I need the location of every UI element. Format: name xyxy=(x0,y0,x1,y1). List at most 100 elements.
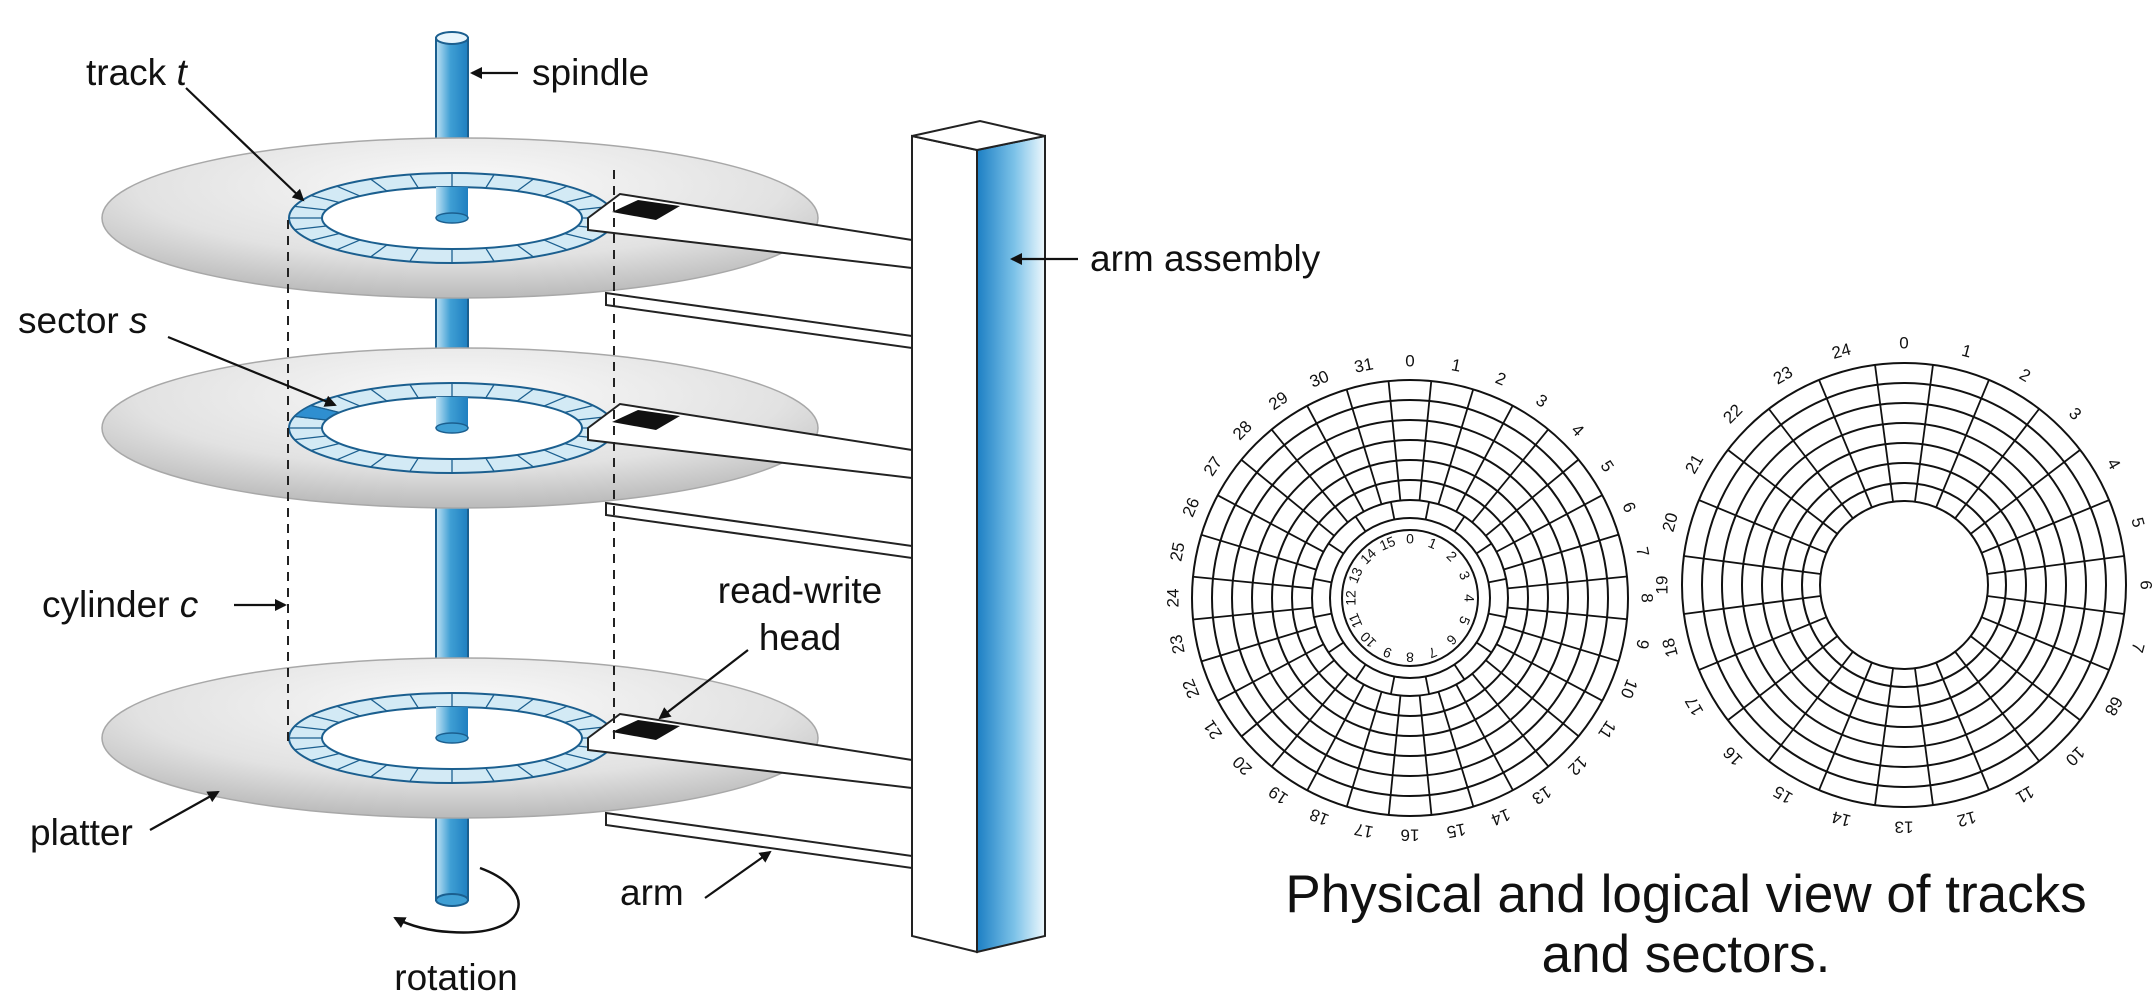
rotation-arrow xyxy=(393,866,520,934)
sector-boundary xyxy=(1345,691,1383,807)
inner-sector-boundary xyxy=(1313,612,1332,619)
track-circle xyxy=(1329,517,1491,679)
sector-divider xyxy=(543,705,568,717)
physical-sector-number: 8 xyxy=(1638,593,1657,602)
logical-sector-number: 68 xyxy=(2101,693,2127,719)
track-circle xyxy=(1341,529,1479,667)
inner-sector-boundary xyxy=(1354,516,1367,532)
physical-sector-number: 16 xyxy=(1401,826,1420,845)
physical-sector-number: 9 xyxy=(1632,638,1652,651)
sector-boundary xyxy=(1507,606,1628,621)
arm-assembly-column xyxy=(911,119,1046,954)
sector-divider xyxy=(336,759,361,771)
caption-line1: Physical and logical view of tracks xyxy=(1285,865,2086,924)
track-circle xyxy=(1741,422,2067,748)
sector-divider xyxy=(409,247,419,262)
sector-divider xyxy=(564,194,594,204)
sector-divider xyxy=(485,174,495,189)
logical-sector-number: 11 xyxy=(2013,782,2038,807)
sector-boundary xyxy=(1217,643,1325,702)
inner-sector-boundary xyxy=(1476,542,1492,555)
sector-boundary xyxy=(1201,625,1317,663)
sector-label: sector s xyxy=(18,300,148,341)
sector-boundary xyxy=(1987,555,2125,575)
physical-inner-sector-number: 6 xyxy=(1443,632,1460,649)
logical-sector-number: 17 xyxy=(1681,693,1707,719)
sector-divider xyxy=(336,395,361,407)
platter-3 xyxy=(101,657,819,819)
sector-boundary xyxy=(1981,499,2110,554)
track-label: track t xyxy=(86,52,188,93)
inner-sector-boundary xyxy=(1488,612,1507,619)
sector-boundary xyxy=(1271,673,1349,768)
track-circle xyxy=(1801,482,2007,688)
inner-sector-boundary xyxy=(1389,676,1396,695)
sector-divider xyxy=(409,767,419,782)
physical-sector-number: 10 xyxy=(1617,676,1642,701)
physical-sector-number: 12 xyxy=(1564,752,1591,779)
sector-boundary xyxy=(1418,695,1433,816)
physical-inner-sector-number: 8 xyxy=(1406,649,1414,665)
inner-sector-boundary xyxy=(1328,542,1344,555)
physical-inner-sector-number: 15 xyxy=(1377,533,1398,554)
sector-divider xyxy=(370,764,388,778)
physical-sector-number: 4 xyxy=(1568,420,1588,440)
sector-boundary xyxy=(1727,635,1838,721)
sector-boundary xyxy=(1935,379,1990,508)
physical-sector-number: 3 xyxy=(1532,390,1550,411)
sector-divider xyxy=(485,384,495,399)
physical-sector-number: 20 xyxy=(1229,752,1256,779)
spindle-hub xyxy=(435,212,469,224)
logical-sector-number: 6 xyxy=(2137,580,2152,589)
sector-divider xyxy=(310,232,340,242)
sector-divider xyxy=(564,714,594,724)
physical-inner-sector-number: 2 xyxy=(1444,548,1461,565)
sector-boundary xyxy=(1970,635,2081,721)
physical-sector-number: 2 xyxy=(1493,368,1509,389)
sector-boundary xyxy=(1471,428,1549,523)
logical-sector-number: 24 xyxy=(1830,340,1853,363)
sector-divider xyxy=(310,442,340,452)
track-circle xyxy=(1681,362,2127,808)
spindle-label: spindle xyxy=(532,52,649,93)
sector-divider xyxy=(516,388,534,402)
sector-boundary xyxy=(1345,389,1383,505)
logical-sector-number: 10 xyxy=(2062,743,2089,770)
pointer-lines xyxy=(149,67,1078,899)
physical-sector-number: 5 xyxy=(1597,457,1618,475)
track-circle xyxy=(1721,402,2087,768)
sector-boundary xyxy=(1981,616,2110,671)
track-circle xyxy=(1781,462,2027,708)
track-circle xyxy=(1761,442,2047,728)
logical-sector-number: 14 xyxy=(1830,807,1853,830)
sector-divider xyxy=(409,457,419,472)
logical-sector-number: 2 xyxy=(2016,365,2034,386)
sector-divider xyxy=(370,244,388,258)
sector-divider xyxy=(370,698,388,712)
arm-label: arm xyxy=(620,872,684,913)
sector-divider xyxy=(294,225,327,231)
track-circle xyxy=(1819,500,1989,670)
physical-sector-number: 14 xyxy=(1488,805,1513,830)
physical-sector-number: 29 xyxy=(1265,388,1291,414)
physical-inner-sector-number: 9 xyxy=(1380,644,1394,662)
sector-boundary xyxy=(1192,575,1313,590)
inner-sector-boundary xyxy=(1424,501,1431,520)
sector-boundary xyxy=(1437,691,1475,807)
sector-divider xyxy=(516,178,534,192)
sector-divider xyxy=(336,449,361,461)
sector-boundary xyxy=(1507,575,1628,590)
logical-sector-number: 5 xyxy=(2127,515,2148,529)
physical-sector-number: 26 xyxy=(1179,495,1204,520)
logical-view-disk: 0123456768101112131415161718192021222324 xyxy=(1652,333,2152,836)
sector-boundary xyxy=(1914,364,1934,502)
physical-sector-number: 31 xyxy=(1353,354,1375,376)
sector-boundary xyxy=(1874,668,1894,806)
sector-divider xyxy=(294,745,327,751)
sector-divider xyxy=(336,239,361,251)
sector-boundary xyxy=(1727,449,1838,535)
logical-sector-number: 3 xyxy=(2065,404,2085,424)
